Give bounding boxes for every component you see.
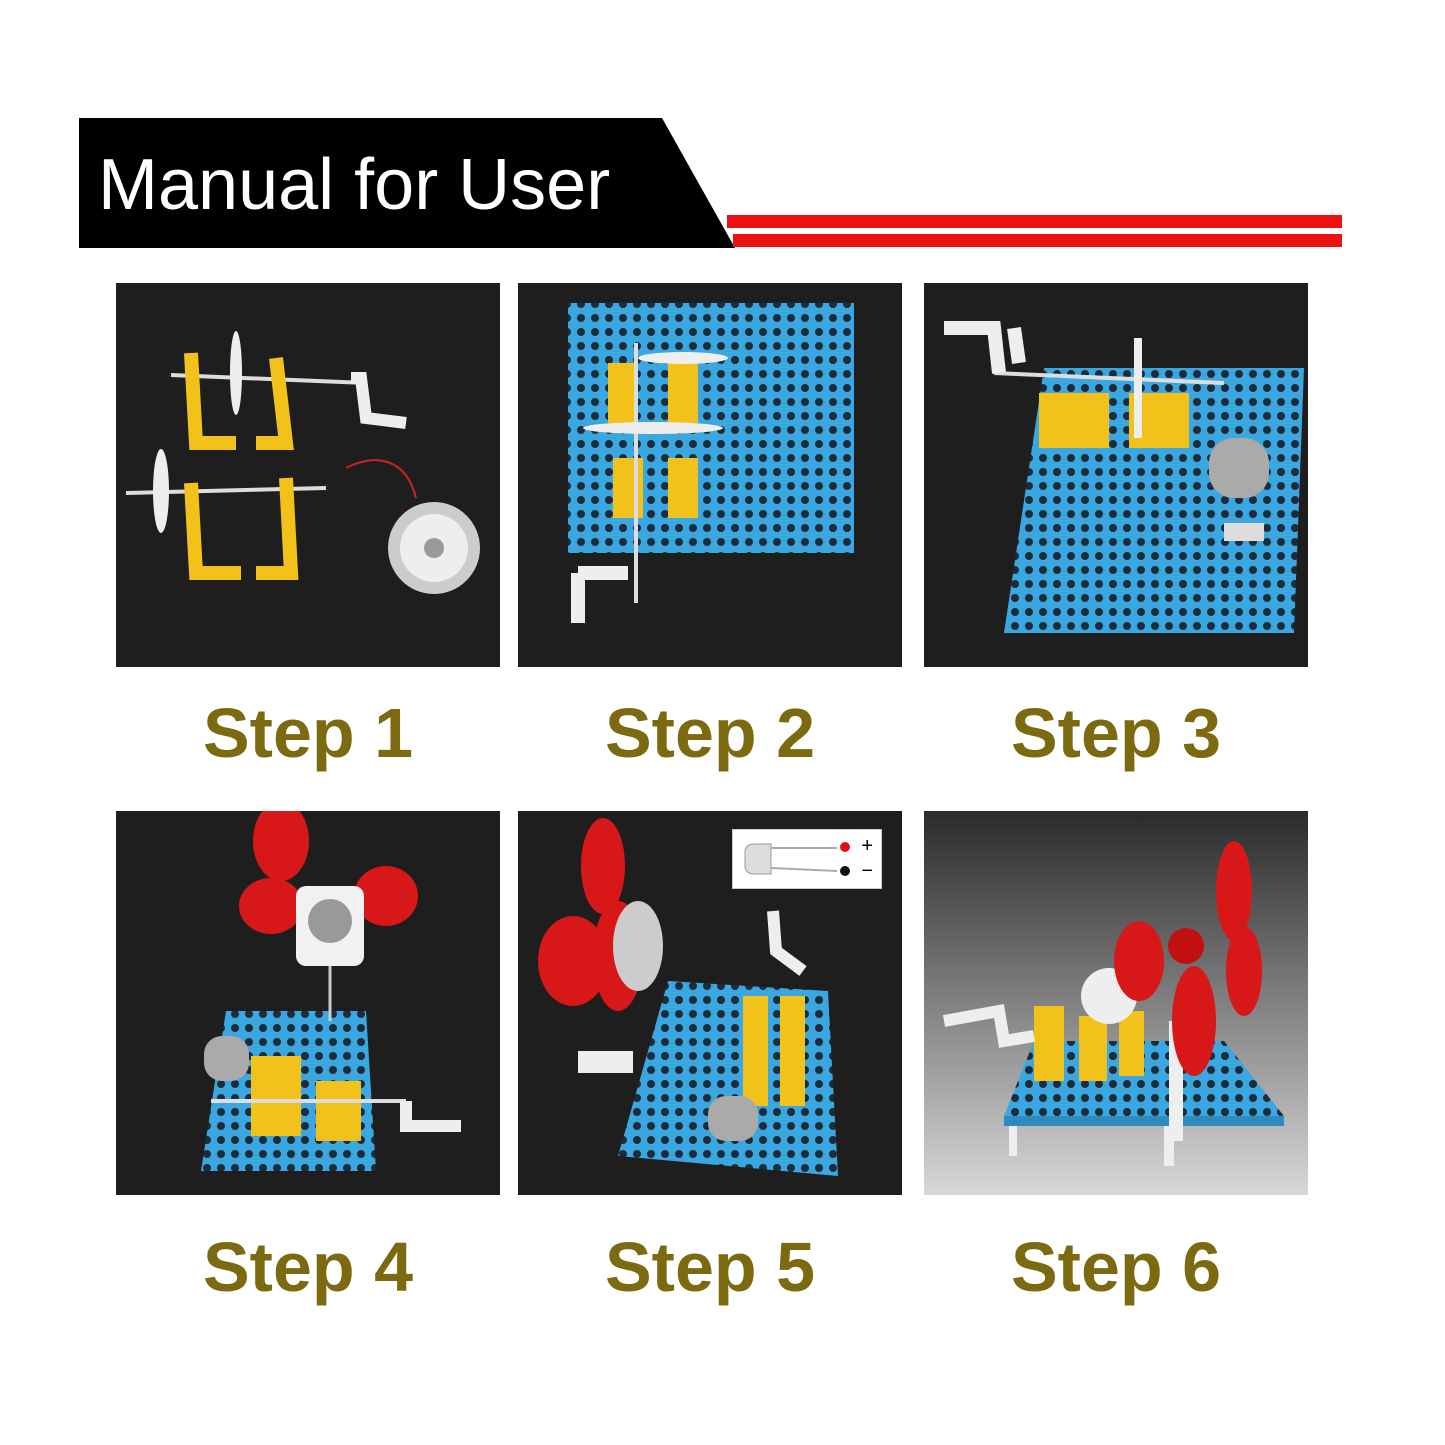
step-2-photo xyxy=(518,283,902,667)
step-4-label: Step 4 xyxy=(202,1228,414,1306)
step-6-photo xyxy=(924,811,1308,1195)
negative-dot-icon xyxy=(840,866,850,876)
step-5-photo: + − xyxy=(518,811,902,1195)
step-4-photo xyxy=(116,811,500,1195)
led-polarity-inset: + − xyxy=(732,829,882,889)
step-5-label: Step 5 xyxy=(604,1228,816,1306)
positive-dot-icon xyxy=(840,842,850,852)
step-1-label: Step 1 xyxy=(202,694,414,772)
page-title: Manual for User xyxy=(98,145,611,225)
step-2-label: Step 2 xyxy=(604,694,816,772)
step-1-photo xyxy=(116,283,500,667)
step-3-photo xyxy=(924,283,1308,667)
negative-sign: − xyxy=(861,860,873,882)
header-stripe-top xyxy=(727,215,1342,228)
positive-sign: + xyxy=(861,835,873,857)
header-banner xyxy=(79,118,735,248)
step-6-label: Step 6 xyxy=(1010,1228,1222,1306)
step-3-label: Step 3 xyxy=(1010,694,1222,772)
header-stripe-bottom xyxy=(733,234,1342,247)
